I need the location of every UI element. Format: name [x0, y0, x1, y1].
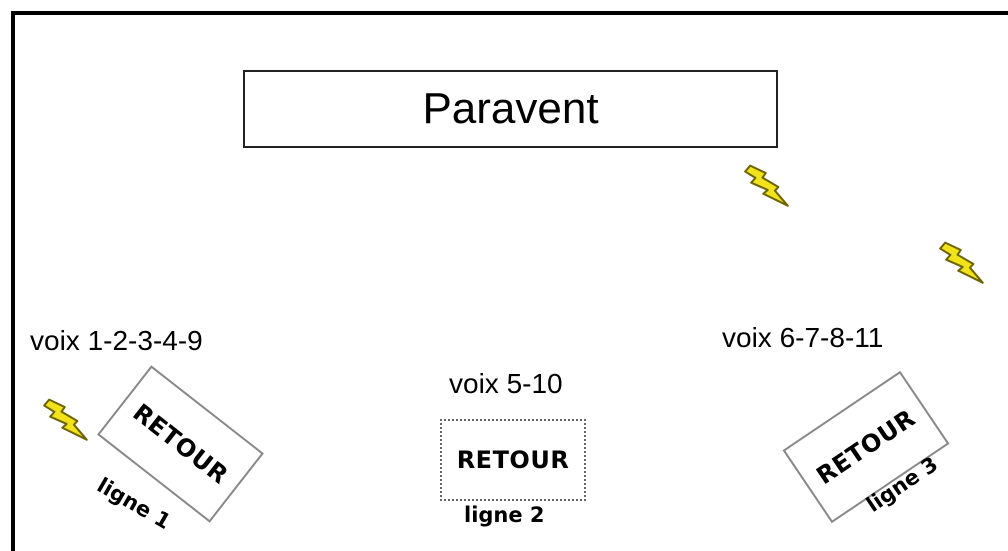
lightning-bolt-icon: [43, 394, 88, 446]
lightning-bolt-icon: [939, 237, 984, 289]
paravent-label: Paravent: [422, 84, 599, 133]
stage-plan: Paravent voix 1-2-3-4-9 RETOUR ligne 1 v…: [11, 11, 1008, 551]
lightning-bolt-icon: [744, 160, 789, 212]
voix-label-2: voix 5-10: [449, 368, 563, 399]
room-outline: [11, 11, 1008, 551]
retour-label-2: RETOUR: [456, 446, 570, 474]
voix-label-1: voix 1-2-3-4-9: [30, 325, 203, 356]
paravent-box: Paravent: [243, 70, 778, 148]
voix-label-3: voix 6-7-8-11: [722, 322, 884, 353]
retour-monitor-2: RETOUR: [440, 419, 586, 501]
ligne-label-2: ligne 2: [464, 503, 545, 527]
